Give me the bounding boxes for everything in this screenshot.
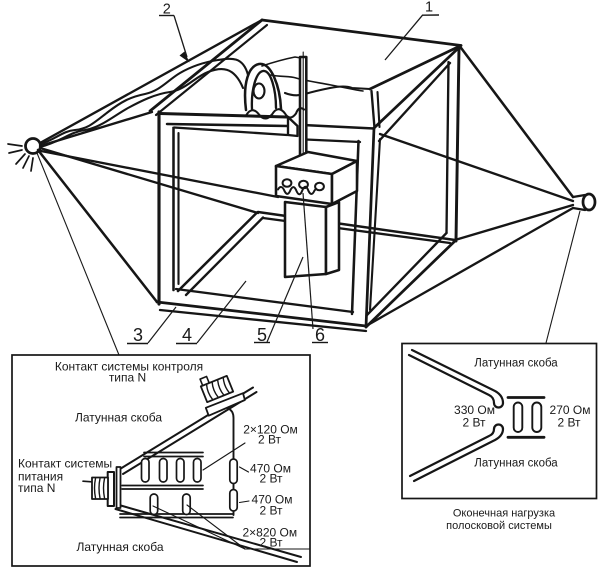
svg-text:Контакт системы контроля: Контакт системы контроля xyxy=(55,360,203,374)
svg-text:470 Ом: 470 Ом xyxy=(252,493,293,507)
svg-text:270 Ом: 270 Ом xyxy=(550,403,591,417)
svg-text:2 Вт: 2 Вт xyxy=(258,433,282,447)
svg-text:2 Вт: 2 Вт xyxy=(557,416,581,430)
svg-text:1: 1 xyxy=(425,0,433,16)
svg-text:питания: питания xyxy=(18,470,63,484)
svg-text:2 Вт: 2 Вт xyxy=(259,472,283,486)
svg-text:2 Вт: 2 Вт xyxy=(462,416,486,430)
svg-text:Латунная скоба: Латунная скоба xyxy=(474,358,558,370)
svg-text:полосковой системы: полосковой системы xyxy=(446,520,552,532)
svg-text:Оконечная нагрузка: Оконечная нагрузка xyxy=(453,508,556,520)
svg-text:Контакт системы: Контакт системы xyxy=(18,457,112,471)
svg-text:470 Ом: 470 Ом xyxy=(250,462,291,476)
svg-text:2: 2 xyxy=(163,2,171,18)
svg-text:Латунная скоба: Латунная скоба xyxy=(75,411,162,425)
svg-text:2 Вт: 2 Вт xyxy=(259,504,283,518)
svg-text:Латунная скоба: Латунная скоба xyxy=(76,540,163,554)
svg-text:типа N: типа N xyxy=(18,481,55,495)
svg-text:5: 5 xyxy=(257,325,267,345)
svg-text:4: 4 xyxy=(182,325,192,345)
svg-text:2×120 Ом: 2×120 Ом xyxy=(243,423,298,437)
svg-text:2 Вт: 2 Вт xyxy=(259,536,283,550)
svg-text:330 Ом: 330 Ом xyxy=(454,403,495,417)
svg-text:2×820 Ом: 2×820 Ом xyxy=(242,526,297,540)
svg-text:3: 3 xyxy=(133,325,143,345)
svg-text:типа N: типа N xyxy=(109,371,146,385)
svg-text:6: 6 xyxy=(315,325,325,345)
svg-text:Латунная скоба: Латунная скоба xyxy=(474,458,558,470)
